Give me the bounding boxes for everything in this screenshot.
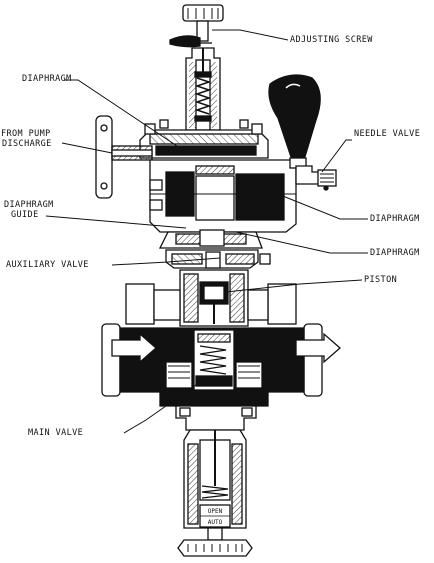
leader-main-valve	[123, 381, 201, 434]
label-adjusting-screw: ADJUSTING SCREW	[290, 35, 373, 45]
main-valve-body	[101, 323, 341, 407]
label-from-pump-line2: DISCHARGE	[2, 139, 52, 149]
leader-piston	[225, 279, 363, 293]
label-diaphragm-right-lower: DIAPHRAGM	[370, 248, 420, 258]
lower-bonnet	[175, 405, 257, 529]
leader-needle-valve	[321, 139, 352, 173]
label-diaphragm-guide-line2: GUIDE	[11, 210, 39, 220]
needle-valve	[268, 74, 337, 191]
label-auxiliary-valve: AUXILIARY VALVE	[6, 260, 89, 270]
leader-adjusting-screw	[212, 29, 289, 41]
middle-chamber	[149, 159, 297, 233]
plate-auto-text: AUTO	[208, 519, 223, 526]
leader-diaphragm-guide	[45, 215, 187, 229]
label-from-pump-line1: FROM PUMP	[1, 129, 51, 139]
bottom-handwheel	[177, 527, 253, 557]
adjusting-handwheel	[169, 4, 224, 48]
leader-from-pump	[61, 142, 113, 154]
upper-diaphragm-housing	[139, 119, 269, 159]
leader-lines	[45, 29, 368, 434]
diaphragm-guide-section	[158, 229, 263, 249]
label-diaphragm-guide-line1: DIAPHRAGM	[4, 200, 54, 210]
plate-open-text: OPEN	[208, 508, 223, 515]
auxiliary-valve-section	[165, 249, 271, 269]
leader-diaphragm-right-lower	[235, 231, 368, 254]
label-needle-valve: NEEDLE VALVE	[354, 129, 421, 139]
leader-auxiliary-valve	[111, 257, 221, 266]
leader-diaphragm-upper-left	[64, 79, 181, 149]
spring-bonnet	[185, 47, 221, 131]
piston-cylinder	[125, 269, 297, 327]
pump-discharge-inlet	[95, 115, 153, 199]
label-piston: PISTON	[364, 275, 398, 285]
label-main-valve: MAIN VALVE	[28, 428, 84, 438]
label-diaphragm-upper-left: DIAPHRAGM	[22, 74, 72, 84]
indicator-plate	[199, 504, 231, 528]
label-diaphragm-right-upper: DIAPHRAGM	[370, 214, 420, 224]
leader-diaphragm-right-upper	[247, 181, 368, 220]
